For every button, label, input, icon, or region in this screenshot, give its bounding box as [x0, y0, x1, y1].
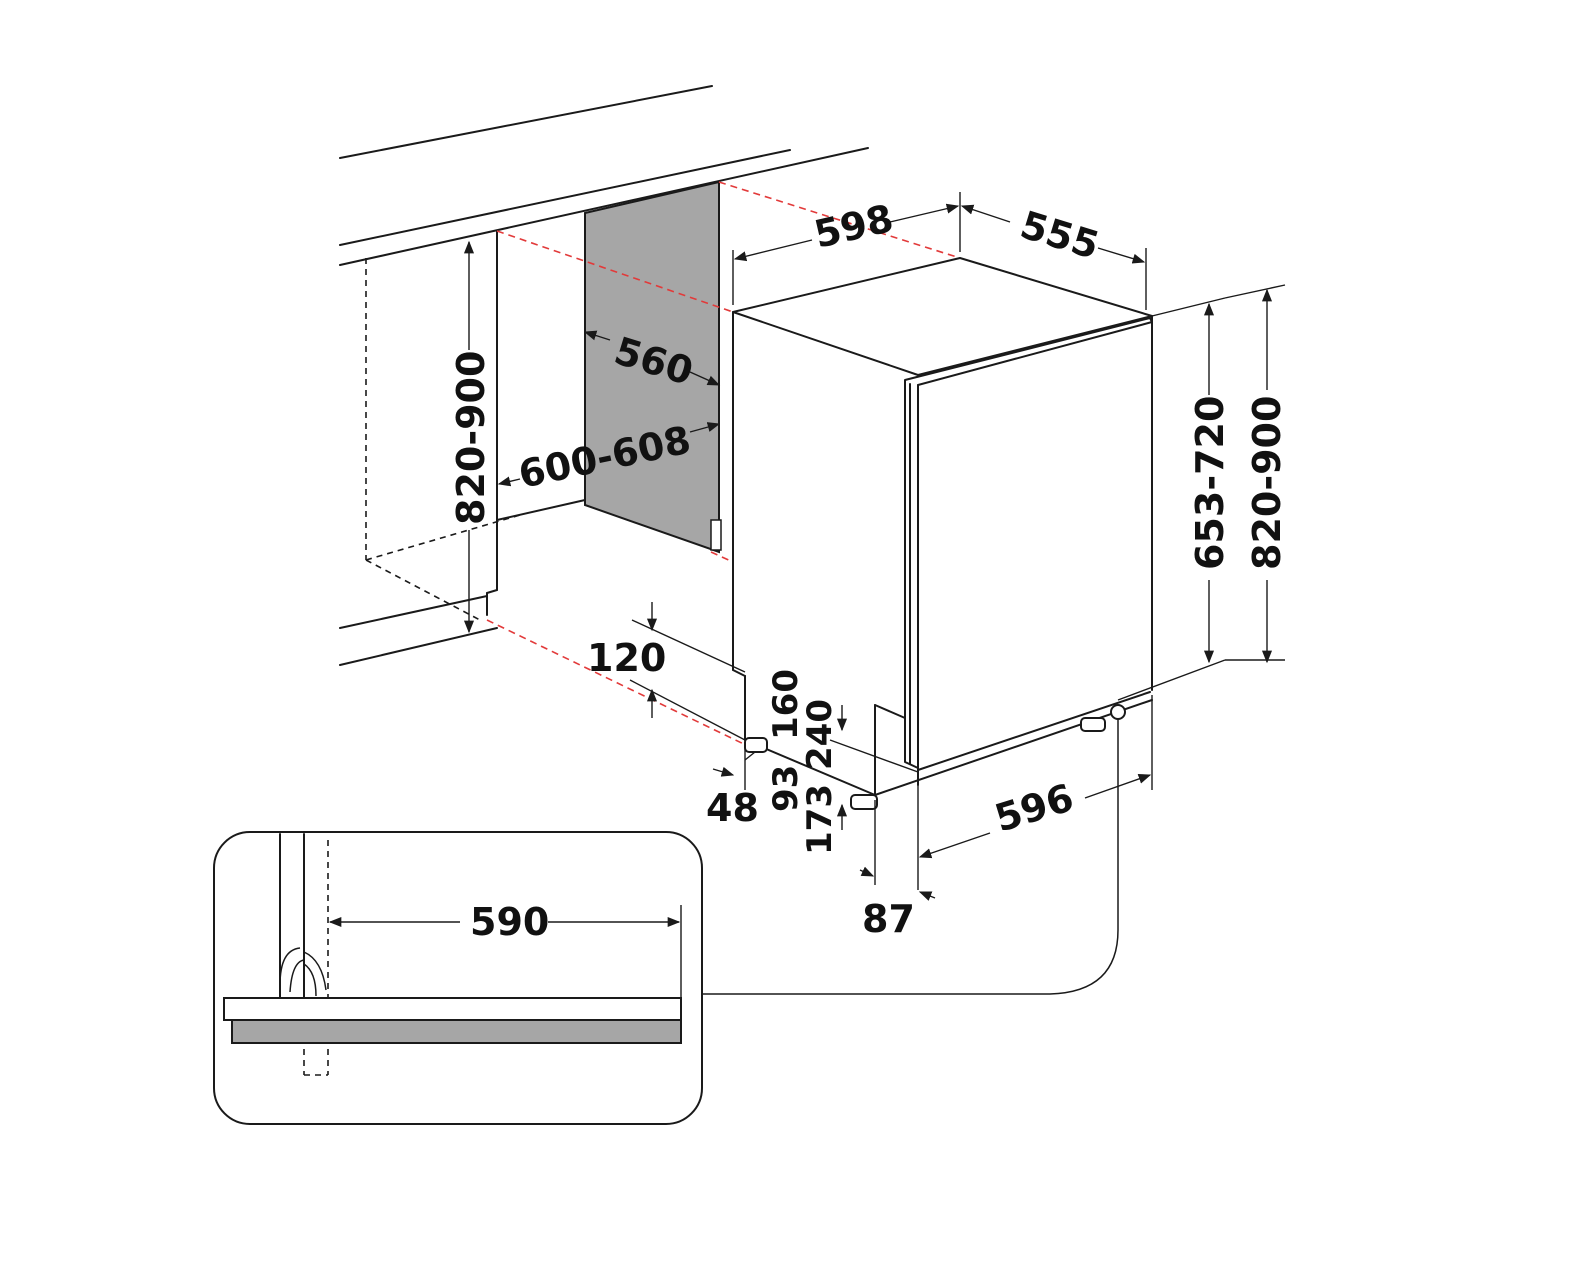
dim-appliance-height [1224, 284, 1286, 664]
label-appliance-height: 820-900 [1245, 396, 1289, 570]
dishwasher-door [904, 317, 1153, 771]
countertop [339, 85, 869, 266]
detail-inset [213, 831, 703, 1125]
label-detail-width: 590 [470, 900, 549, 944]
dishwasher-body [732, 257, 1153, 796]
red-reference-lines [486, 181, 961, 749]
dim-top-depth [960, 204, 1147, 310]
dim-niche-width [497, 422, 721, 487]
label-foot-240: 240 [800, 699, 840, 770]
label-plinth: 120 [587, 636, 666, 680]
label-foot-48: 48 [706, 786, 759, 830]
detail-connector [702, 719, 1119, 995]
dim-feet [712, 705, 919, 830]
label-door-offset: 87 [862, 897, 915, 941]
toe-kick [874, 699, 1153, 796]
dim-door-height [1117, 297, 1226, 701]
label-foot-160: 160 [766, 669, 806, 740]
dim-front-width [859, 695, 1153, 901]
side-wall-panel [584, 180, 722, 554]
feet [744, 704, 1126, 810]
label-foot-93: 93 [766, 765, 806, 812]
label-niche-height: 820-900 [449, 351, 493, 525]
label-top-width: 598 [810, 196, 897, 257]
niche-left-wall [339, 230, 586, 666]
dim-niche-depth [583, 330, 721, 386]
label-front-width: 596 [990, 775, 1079, 840]
dim-top-width [732, 192, 961, 305]
label-top-depth: 555 [1015, 203, 1104, 268]
label-foot-173: 173 [800, 784, 840, 855]
label-door-height: 653-720 [1188, 396, 1232, 570]
hidden-cabinet-edges [365, 258, 521, 621]
dim-plinth [629, 602, 746, 741]
